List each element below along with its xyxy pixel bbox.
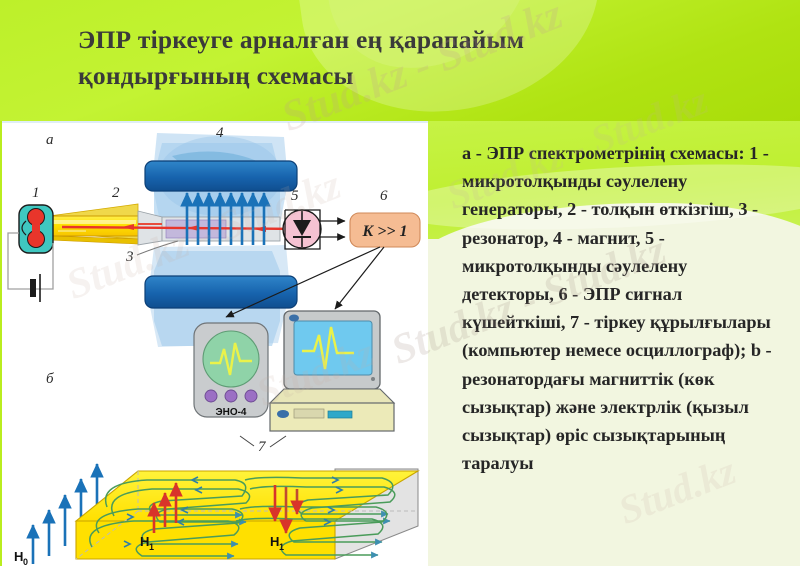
caption-panel: a - ЭПР спектрометрінің схемасы: 1 - мик…: [428, 121, 800, 566]
computer-screen: [293, 320, 373, 376]
oscilloscope-screen: [202, 330, 260, 388]
diagram-top-divider: [2, 121, 428, 123]
h0-label-sub: 0: [23, 557, 28, 566]
oscilloscope-model-label: ЭНО-4: [215, 407, 246, 418]
caption-green-band: [428, 121, 800, 273]
callout-1: 1: [32, 185, 40, 201]
diagram-panel: а 4 2: [2, 121, 428, 566]
page-title: ЭПР тіркеуге арналған ең қарапайым қонды…: [78, 22, 768, 94]
field-line-arrowheads: [123, 476, 344, 548]
callout-2: 2: [112, 185, 120, 201]
battery-symbol: [30, 279, 36, 297]
esr-signal-amplifier: [349, 212, 421, 248]
h1-left-label: H: [140, 534, 149, 549]
callout-6: 6: [380, 188, 388, 204]
oscilloscope-knob: [244, 389, 258, 403]
magnet-pole-lower: [144, 275, 298, 309]
h1-right-label: H: [270, 534, 279, 549]
amplifier-gain-label: K >> 1: [362, 223, 408, 240]
oscilloscope-trace: [210, 342, 252, 376]
electric-field-arrows: [147, 481, 183, 533]
page-title-line-2: қондырғының схемасы: [78, 61, 354, 90]
callout-4: 4: [216, 125, 224, 141]
computer-trace: [302, 326, 354, 370]
computer-base: [268, 388, 396, 404]
h0-label: H: [14, 549, 23, 564]
h1-right-label-sub: 1: [279, 542, 284, 552]
callout-7: 7: [258, 439, 267, 455]
callout-5: 5: [291, 188, 299, 204]
panel-a-label: а: [46, 132, 54, 148]
page-title-line-1: ЭПР тіркеуге арналған ең қарапайым: [78, 25, 525, 54]
magnet-pole-upper: [144, 160, 298, 192]
slide-header: [0, 0, 800, 121]
magnetic-field-arrows: [180, 191, 271, 245]
h1-left-label-sub: 1: [149, 542, 154, 552]
callout-3: 3: [125, 249, 134, 265]
esr-spectrometer-diagram: а 4 2: [7, 125, 421, 566]
oscilloscope-knob: [224, 389, 238, 403]
oscilloscope-knob: [204, 389, 218, 403]
panel-b-label: б: [46, 371, 54, 387]
caption-text: a - ЭПР спектрометрінің схемасы: 1 - мик…: [462, 143, 772, 474]
